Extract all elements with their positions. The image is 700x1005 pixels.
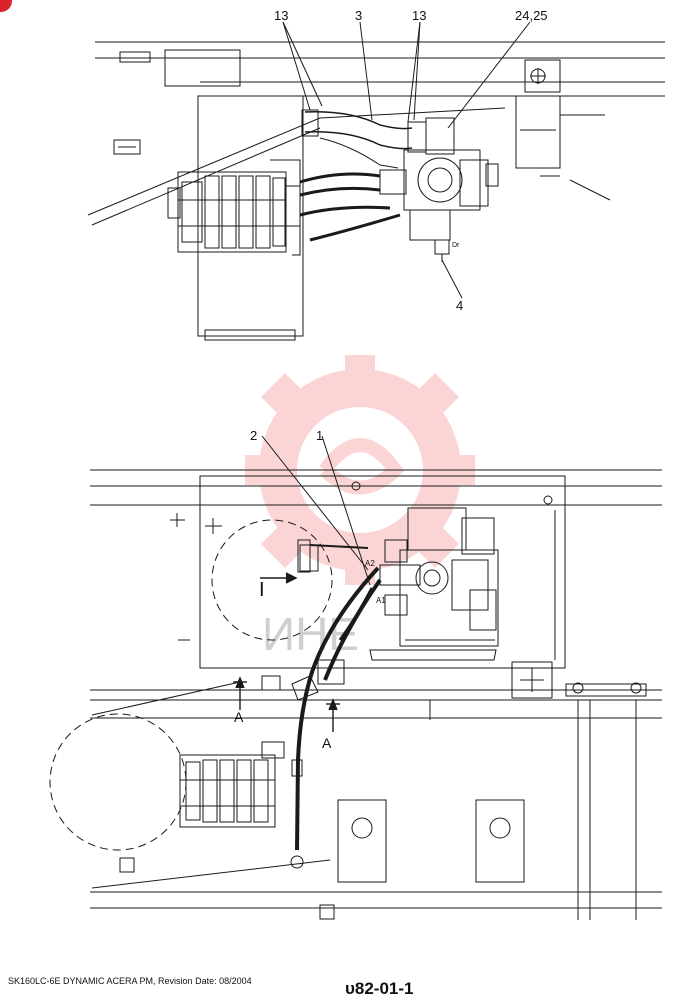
- callout-1: 1: [316, 428, 323, 443]
- bottom-leaders: [261, 435, 371, 586]
- callout-3: 3: [355, 8, 362, 23]
- pump-assembly-top: [301, 109, 499, 262]
- section-marker-a-left: [233, 676, 247, 710]
- top-view: [87, 41, 665, 341]
- footer-doc-info: SK160LC-6E DYNAMIC ACERA PM, Revision Da…: [8, 976, 252, 986]
- section-marker-a-right: [326, 698, 340, 732]
- label-view-i: I: [259, 579, 265, 601]
- label-section-a-right: A: [322, 735, 332, 751]
- callout-24-25: 24,25: [515, 8, 548, 23]
- callout-4: 4: [456, 298, 463, 313]
- footer-page-code: υ82-01-1: [345, 979, 414, 998]
- view-arrow-i: [260, 572, 298, 584]
- label-section-a-left: A: [234, 709, 244, 725]
- callout-13-left: 13: [274, 8, 288, 23]
- label-a1: A1: [376, 596, 386, 605]
- label-a2: A2: [365, 559, 375, 568]
- callout-2: 2: [250, 428, 257, 443]
- label-dr: Dr: [452, 242, 460, 249]
- callout-13-right: 13: [412, 8, 426, 23]
- top-leaders: [282, 21, 531, 299]
- bottom-view: [49, 469, 662, 920]
- pump-assembly-bottom: [369, 507, 499, 661]
